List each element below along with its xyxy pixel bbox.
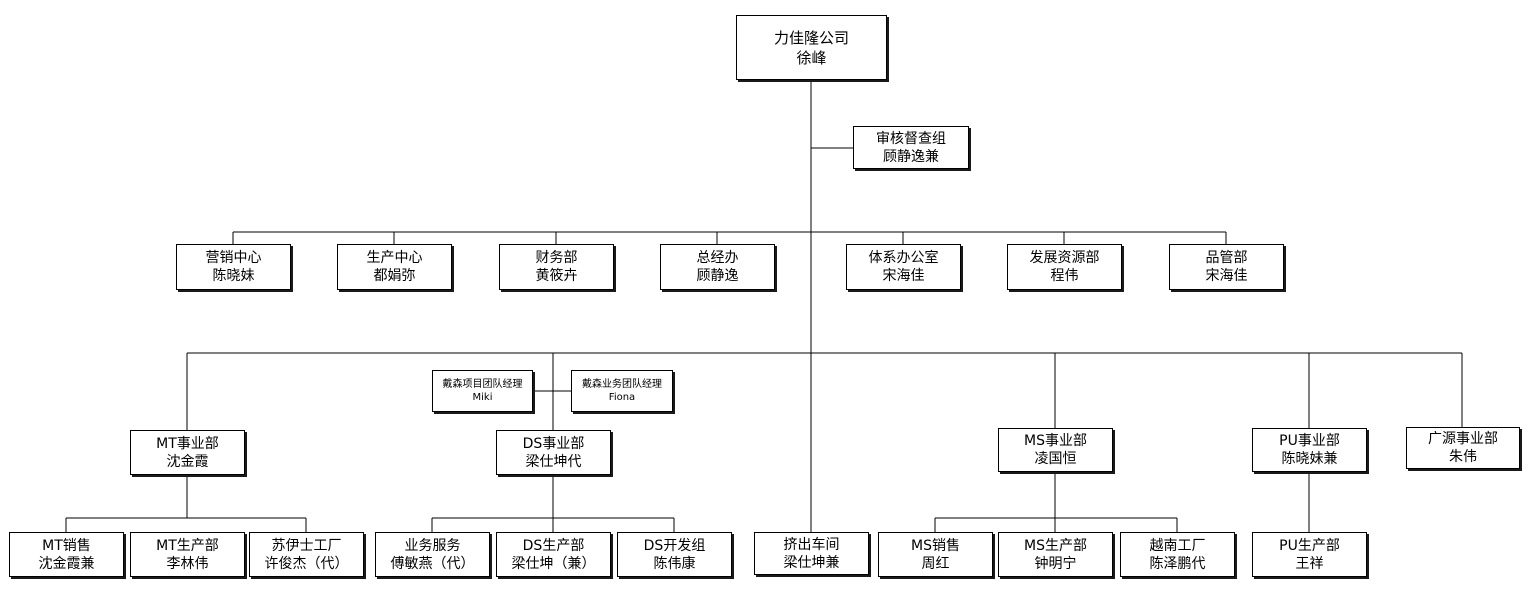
node-person: 程伟 — [1050, 268, 1079, 284]
node-title: 戴森项目团队经理 — [442, 379, 523, 390]
node-person: 顾静逸 — [696, 268, 739, 284]
node-title: 越南工厂 — [1149, 537, 1206, 554]
node-person: 梁仕坤代 — [525, 453, 582, 470]
node-title: 业务服务 — [404, 537, 461, 554]
node-person: 傅敏燕（代） — [390, 555, 475, 572]
node-title: PU事业部 — [1279, 433, 1340, 449]
node-person: 徐峰 — [796, 48, 827, 67]
node-title: 戴森业务团队经理 — [582, 379, 662, 390]
node-person: 陈晓妹 — [212, 268, 255, 284]
node-person: 王祥 — [1295, 555, 1324, 572]
node-person: 钟明宁 — [1034, 555, 1077, 572]
node-title: 苏伊士工厂 — [271, 537, 342, 554]
org-node-suzhou-factory: 苏伊士工厂 许俊杰（代） — [249, 532, 364, 577]
node-title: DS事业部 — [522, 435, 585, 452]
org-node-ms-production: MS生产部 钟明宁 — [998, 532, 1113, 577]
node-title: 审核督查组 — [876, 130, 946, 147]
node-person: 许俊杰（代） — [264, 555, 349, 572]
org-node-root: 力佳隆公司 徐峰 — [736, 15, 887, 80]
node-person: 朱伟 — [1449, 449, 1477, 465]
node-person: 顾静逸兼 — [883, 148, 939, 165]
org-node-ds-production: DS生产部 梁仕坤（兼） — [496, 532, 611, 577]
node-title: MS事业部 — [1024, 433, 1087, 449]
node-title: 营销中心 — [205, 250, 262, 266]
org-node-production: 生产中心 都娟弥 — [337, 244, 452, 290]
node-title: 体系办公室 — [868, 250, 939, 266]
node-title: 力佳隆公司 — [773, 28, 849, 47]
node-title: 总经办 — [696, 250, 739, 266]
node-person: 凌国恒 — [1034, 451, 1077, 467]
node-person: Fiona — [608, 392, 636, 403]
node-person: 陈晓妹兼 — [1281, 451, 1338, 467]
node-title: 广源事业部 — [1428, 431, 1498, 447]
node-title: 生产中心 — [366, 250, 423, 266]
org-node-extrusion: 挤出车间 梁仕坤兼 — [754, 532, 869, 575]
org-node-ms-sales: MS销售 周红 — [878, 532, 993, 577]
node-title: MT事业部 — [156, 435, 219, 452]
node-title: DS开发组 — [643, 537, 706, 554]
node-title: MT生产部 — [156, 537, 219, 554]
node-title: 财务部 — [535, 250, 578, 266]
org-node-ds-dev: DS开发组 陈伟康 — [617, 532, 732, 577]
node-person: 沈金霞兼 — [38, 555, 95, 572]
node-title: 挤出车间 — [783, 536, 840, 553]
org-node-system-office: 体系办公室 宋海佳 — [846, 244, 961, 290]
node-title: MS生产部 — [1024, 537, 1087, 554]
node-person: 陈泽鹏代 — [1149, 555, 1206, 572]
node-person: Miki — [472, 392, 493, 403]
org-node-pu-division: PU事业部 陈晓妹兼 — [1252, 428, 1367, 472]
org-node-gy-division: 广源事业部 朱伟 — [1406, 427, 1520, 469]
node-person: 李林伟 — [166, 555, 209, 572]
org-node-dev-resources: 发展资源部 程伟 — [1007, 244, 1122, 290]
org-node-biz-service: 业务服务 傅敏燕（代） — [375, 532, 490, 577]
org-node-vietnam-factory: 越南工厂 陈泽鹏代 — [1120, 532, 1235, 577]
org-node-mt-production: MT生产部 李林伟 — [130, 532, 245, 577]
node-person: 梁仕坤（兼） — [511, 555, 596, 572]
org-node-dyson-business: 戴森业务团队经理 Fiona — [571, 370, 673, 412]
org-node-quality: 品管部 宋海佳 — [1169, 244, 1284, 290]
node-person: 宋海佳 — [1205, 268, 1248, 284]
node-title: MT销售 — [42, 537, 91, 554]
org-node-gm-office: 总经办 顾静逸 — [660, 244, 775, 290]
node-title: PU生产部 — [1279, 537, 1340, 554]
node-person: 梁仕坤兼 — [783, 554, 840, 571]
org-node-ms-division: MS事业部 凌国恒 — [998, 428, 1113, 472]
node-person: 宋海佳 — [882, 268, 925, 284]
node-person: 沈金霞 — [166, 453, 209, 470]
org-node-dyson-project: 戴森项目团队经理 Miki — [432, 370, 533, 412]
org-node-ds-division: DS事业部 梁仕坤代 — [496, 430, 611, 475]
org-node-marketing: 营销中心 陈晓妹 — [176, 244, 291, 290]
node-title: 发展资源部 — [1029, 250, 1100, 266]
org-node-audit: 审核督查组 顾静逸兼 — [853, 126, 969, 169]
org-node-mt-division: MT事业部 沈金霞 — [130, 430, 245, 475]
org-node-finance: 财务部 黄筱卉 — [499, 244, 614, 290]
node-person: 都娟弥 — [373, 268, 416, 284]
org-node-mt-sales: MT销售 沈金霞兼 — [9, 532, 124, 577]
node-title: MS销售 — [911, 537, 960, 554]
node-title: 品管部 — [1205, 250, 1248, 266]
node-title: DS生产部 — [522, 537, 585, 554]
node-person: 陈伟康 — [653, 555, 696, 572]
node-person: 周红 — [921, 555, 950, 572]
org-node-pu-production: PU生产部 王祥 — [1252, 532, 1367, 577]
node-person: 黄筱卉 — [535, 268, 578, 284]
